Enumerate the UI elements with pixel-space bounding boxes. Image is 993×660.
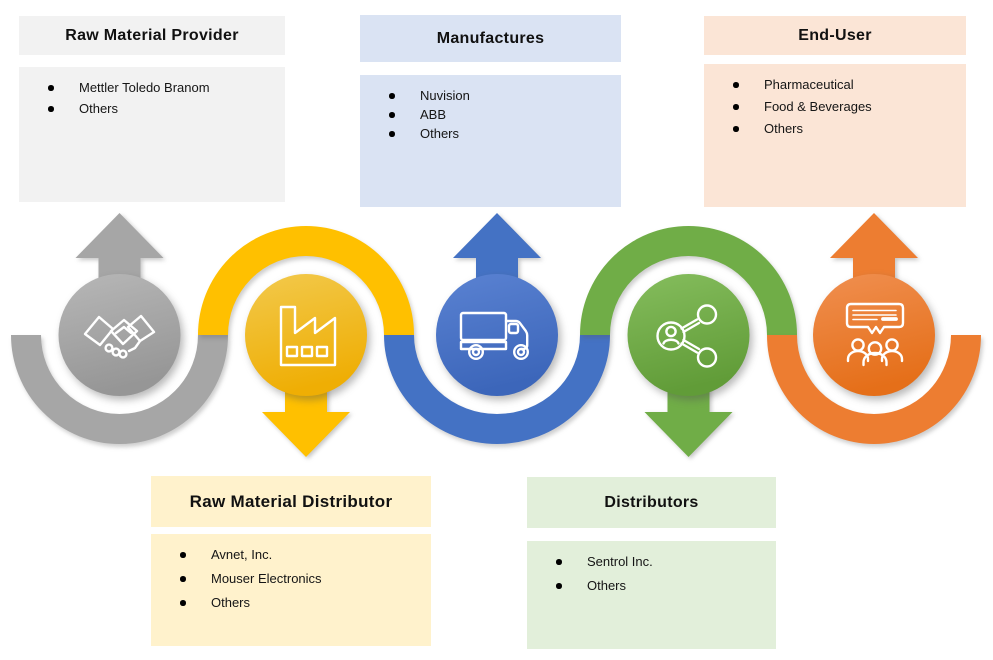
- list-item: ABB: [360, 107, 621, 122]
- stage-title: Raw Material Provider: [19, 16, 285, 55]
- stage-box-raw-material-provider: Raw Material Provider Mettler Toledo Bra…: [19, 16, 285, 202]
- up-arrow-manufactures: [453, 213, 541, 302]
- list-item: Others: [527, 578, 776, 593]
- list-item: Others: [19, 101, 285, 116]
- stage-title: Distributors: [527, 477, 776, 528]
- list-item: Others: [151, 595, 431, 610]
- stage-title: End-User: [704, 16, 966, 55]
- list-item: Sentrol Inc.: [527, 554, 776, 569]
- stage-circle-manufactures: [436, 274, 558, 396]
- list-item: Pharmaceutical: [704, 77, 966, 92]
- wave-arc-distributors: [580, 226, 797, 336]
- list-item: Food & Beverages: [704, 99, 966, 114]
- share-network-icon: [656, 304, 718, 368]
- list-item: Others: [360, 126, 621, 141]
- wave-arc-raw-material-distributor: [198, 226, 414, 336]
- list-item: Others: [704, 121, 966, 136]
- truck-icon: [459, 311, 530, 361]
- wave-arc-manufactures: [384, 334, 610, 444]
- wave-arc-raw-material-provider: [11, 334, 228, 444]
- handshake-icon: [83, 314, 156, 359]
- stage-circle-raw-material-provider: [58, 274, 181, 396]
- stage-circle-end-user: [813, 274, 935, 396]
- stage-title: Raw Material Distributor: [151, 476, 431, 527]
- stage-circle-raw-material-distributor: [245, 274, 367, 396]
- wave-arc-end-user: [767, 334, 981, 444]
- stage-circle-distributors: [627, 274, 750, 396]
- stage-box-distributors: Distributors Sentrol Inc. Others: [527, 477, 776, 649]
- down-arrow-distributors: [644, 368, 733, 457]
- list-item: Nuvision: [360, 88, 621, 103]
- presentation-audience-icon: [845, 302, 905, 367]
- list-item: Mouser Electronics: [151, 571, 431, 586]
- up-arrow-raw-material-provider: [75, 213, 164, 302]
- up-arrow-end-user: [830, 213, 918, 302]
- factory-icon: [279, 305, 337, 367]
- stage-items: Sentrol Inc. Others: [527, 541, 776, 649]
- down-arrow-raw-material-distributor: [262, 368, 350, 457]
- stage-title: Manufactures: [360, 15, 621, 62]
- list-item: Mettler Toledo Branom: [19, 80, 285, 95]
- list-item: Avnet, Inc.: [151, 547, 431, 562]
- stage-box-raw-material-distributor: Raw Material Distributor Avnet, Inc. Mous…: [151, 476, 431, 646]
